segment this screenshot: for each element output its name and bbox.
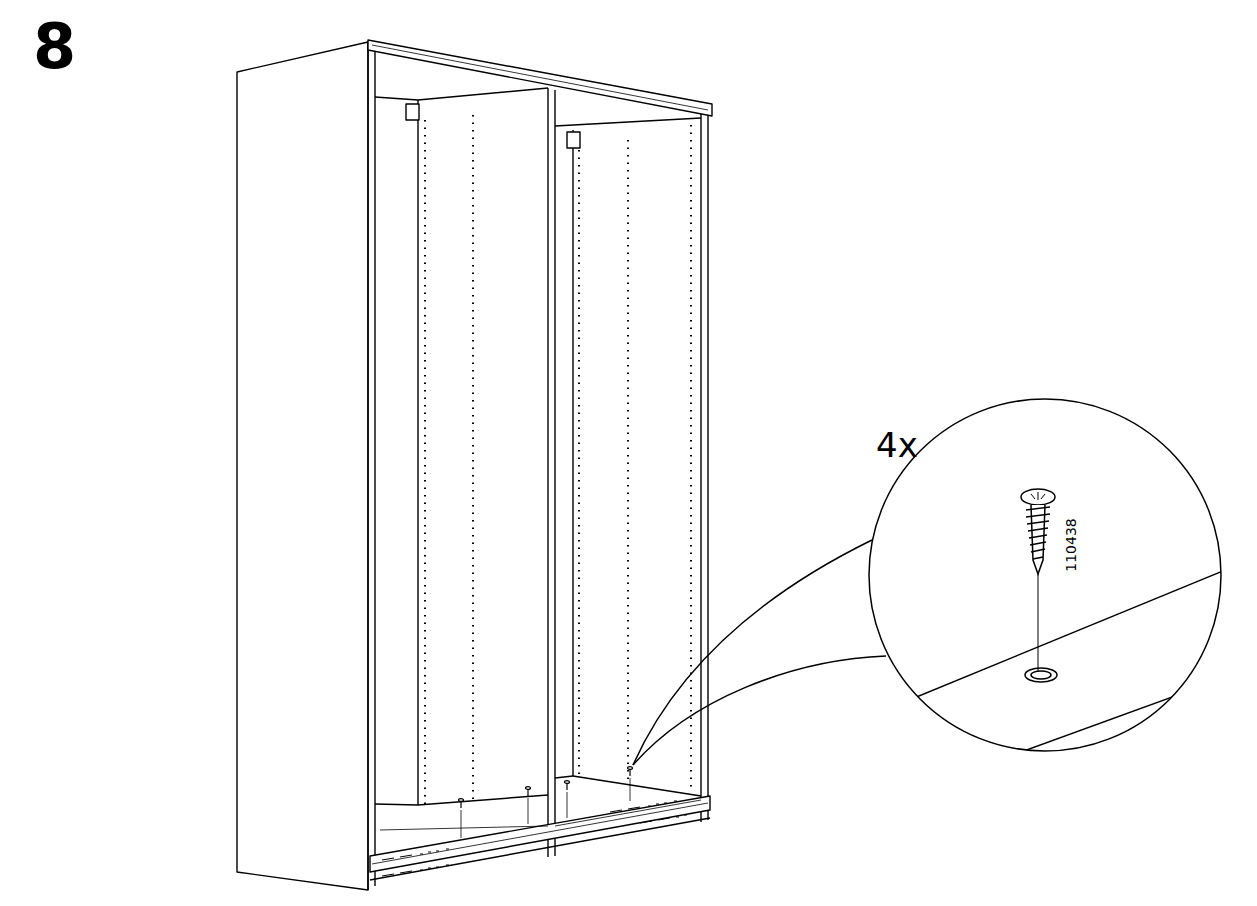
screws — [459, 767, 633, 838]
step-number: 8 — [33, 16, 76, 78]
quantity-label: 4x — [876, 428, 918, 462]
detail-callout — [633, 399, 1230, 765]
rail-holes — [382, 801, 687, 876]
part-number: 110438 — [1064, 518, 1078, 571]
hole-rows — [425, 115, 691, 805]
wardrobe-frame — [237, 40, 712, 890]
